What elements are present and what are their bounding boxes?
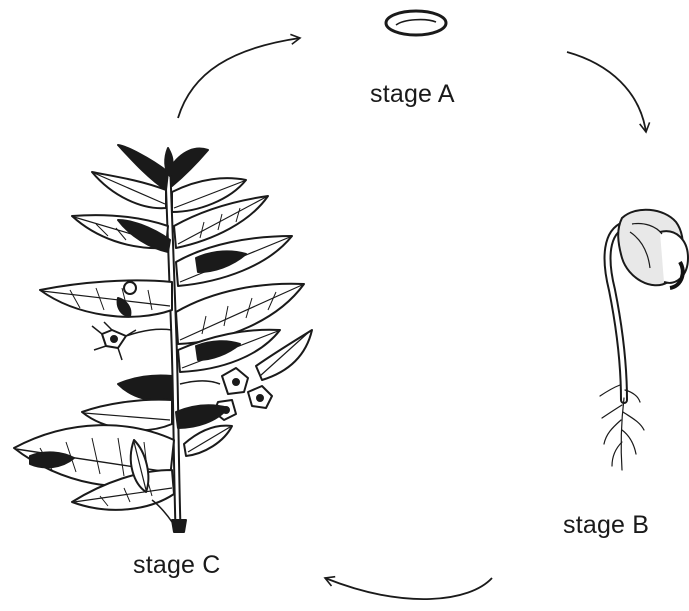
seed-illustration bbox=[386, 11, 446, 35]
arrow-b-to-c bbox=[325, 578, 492, 599]
arrow-a-to-b bbox=[567, 52, 646, 132]
arrow-c-to-a bbox=[178, 38, 300, 118]
stage-a-label: stage A bbox=[370, 80, 455, 109]
stage-c-label: stage C bbox=[133, 551, 221, 580]
flowering-plant-illustration bbox=[14, 145, 312, 532]
stage-b-label: stage B bbox=[563, 511, 649, 540]
seedling-illustration bbox=[600, 210, 688, 470]
